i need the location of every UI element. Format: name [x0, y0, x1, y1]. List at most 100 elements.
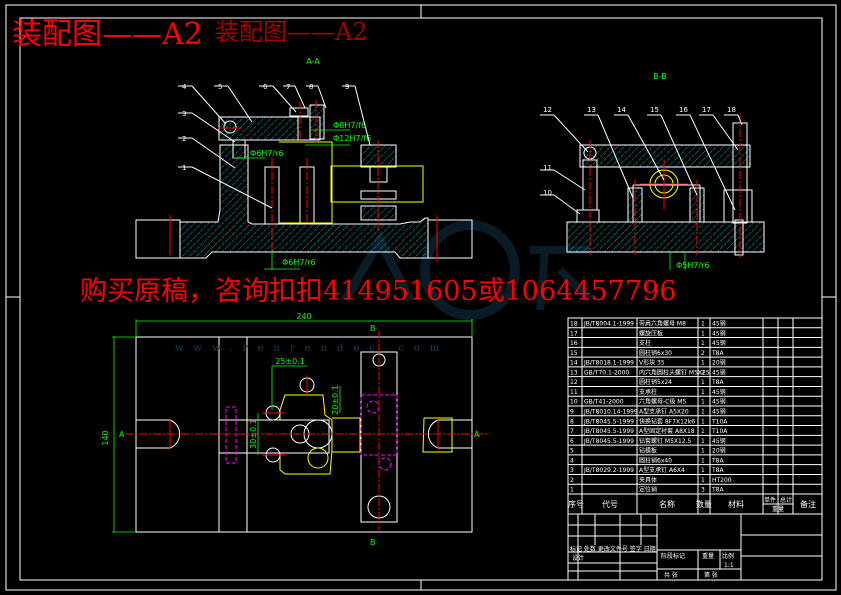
scale-label: 比例 — [722, 552, 734, 560]
bom-cell-mat: T8A — [711, 350, 724, 357]
dimension-d2: 20±0.1 — [331, 385, 340, 415]
bom-cell-qty: 1 — [701, 409, 705, 416]
leader-label: 5 — [218, 83, 222, 91]
bom-cell-qty: 1 — [701, 428, 705, 435]
bom-cell-mat: 20钢 — [712, 359, 726, 367]
bom-cell-name: 圆柱销6x40 — [639, 456, 672, 464]
bom-cell-name: 支承柱 — [639, 388, 657, 396]
bom-cell-qty: 1 — [701, 467, 705, 474]
bom-cell-name: 钻套螺钉 M5X12.5 — [639, 437, 692, 445]
section-bb-view: B-B Φ5H7/r6 — [540, 72, 765, 270]
bom-row: 4 圆柱销6x40 1 T8A — [570, 456, 724, 464]
header-code: 代号 — [602, 499, 618, 509]
bom-cell-no: 10 — [570, 399, 578, 406]
drawing-title-shadow: 装配图——A2 — [215, 18, 368, 46]
header-remark: 备注 — [800, 499, 816, 509]
bom-cell-qty: 1 — [701, 321, 705, 328]
leader-label: 10 — [543, 189, 552, 197]
bom-cell-no: 3 — [570, 467, 574, 474]
bom-cell-name: 支柱 — [639, 339, 651, 347]
bom-cell-name: 内六角圆柱头螺钉 M5X25 — [639, 368, 710, 376]
section-aa-view: A-A Φ8H7/f6 Φ12H7/f6 Φ6H7/r6 Φ6H7/r6 1 2… — [135, 57, 473, 270]
bom-cell-no: 13 — [570, 369, 578, 376]
bom-cell-code: JB/T8045.5-1999 — [583, 438, 634, 445]
watermark-purchase-text: 购买原稿，咨询扣扣414951605或1064457796 — [80, 276, 676, 307]
dimension-height: 140 — [101, 430, 110, 445]
cut-marker-a-right: A — [474, 430, 480, 439]
leader-label: 2 — [182, 135, 186, 143]
leader-label: 15 — [650, 106, 659, 114]
bom-cell-name: 六角螺母-C级 M5 — [639, 398, 686, 406]
bom-cell-mat: 45钢 — [712, 398, 726, 406]
bom-cell-code: JB/T8045.5-1999 — [583, 428, 634, 435]
bom-cell-mat: 45钢 — [712, 320, 726, 328]
header-qty: 数量 — [696, 499, 712, 509]
dimension-d3: 30±0.1 — [249, 419, 258, 449]
leader-label: 9 — [345, 83, 349, 91]
bom-cell-name: 钻模板 — [639, 447, 657, 455]
bom-cell-qty: 1 — [701, 330, 705, 337]
bom-cell-name: 螺旋压板 — [639, 329, 663, 337]
bom-cell-no: 14 — [570, 360, 578, 367]
bom-cell-qty: 3 — [701, 487, 705, 494]
design-label: 设计 — [572, 554, 584, 562]
bom-cell-name: 圆柱销6x30 — [639, 349, 672, 357]
weight-label: 重量 — [702, 552, 714, 560]
bom-cell-mat: T10A — [711, 428, 728, 435]
bom-cell-no: 4 — [570, 457, 574, 464]
watermark-site-text: www.renrendoc.com — [175, 343, 449, 354]
bom-cell-mat: T8A — [711, 457, 724, 464]
bom-cell-mat: 45钢 — [712, 368, 726, 376]
fit-annotation: Φ6H7/r6 — [282, 258, 316, 267]
bom-cell-code: JB/T8004.1-1999 — [583, 321, 634, 328]
bom-cell-no: 9 — [570, 409, 574, 416]
bom-cell-qty: 1 — [701, 457, 705, 464]
fit-annotation: Φ5H7/r6 — [676, 261, 710, 270]
bom-cell-no: 17 — [570, 330, 578, 337]
bom-cell-qty: 1 — [701, 477, 705, 484]
bom-cell-mat: T8A — [711, 379, 724, 386]
bom-cell-qty: 2 — [701, 350, 705, 357]
leader-label: 16 — [679, 106, 688, 114]
header-weight: 重量 — [772, 505, 784, 513]
bom-cell-mat: 45钢 — [712, 339, 726, 347]
leader-label: 17 — [702, 106, 711, 114]
header-total: 总计 — [780, 496, 792, 504]
sheet-number: 第 张 — [704, 571, 718, 579]
leader-label: 4 — [182, 83, 187, 91]
leader-label: 12 — [543, 106, 552, 114]
bom-cell-mat: T10A — [711, 418, 728, 425]
bom-cell-no: 18 — [570, 321, 578, 328]
bom-cell-qty: 1 — [701, 379, 705, 386]
header-no: 序号 — [568, 499, 584, 509]
bom-cell-code: JB/T8029.2-1999 — [583, 467, 634, 474]
title-block — [568, 513, 822, 580]
bom-cell-name: 夹具体 — [639, 476, 657, 484]
leader-label: 18 — [727, 106, 736, 114]
cut-marker-b-top: B — [370, 324, 376, 333]
bom-cell-mat: 45钢 — [712, 437, 726, 445]
bom-cell-qty: 1 — [701, 389, 705, 396]
bom-cell-code: GB/T41-2000 — [584, 399, 624, 406]
bom-cell-qty: 1 — [701, 418, 705, 425]
bom-cell-name: 快换钻套 8F7X12k6 — [639, 417, 695, 425]
bom-cell-qty: 1 — [701, 399, 705, 406]
leader-label: 8 — [309, 83, 313, 91]
section-bb-label: B-B — [653, 72, 667, 81]
leader-label: 1 — [182, 164, 186, 172]
bom-cell-no: 1 — [570, 487, 574, 494]
dimension-width: 240 — [296, 312, 311, 321]
bom-cell-mat: T8A — [711, 467, 724, 474]
